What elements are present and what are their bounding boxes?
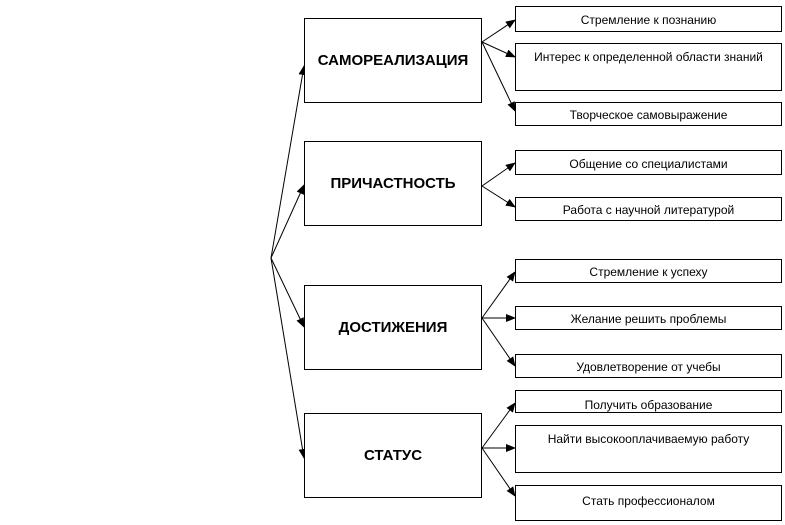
item-label: Общение со специалистами [569, 157, 728, 171]
root-arrow-4 [270, 257, 307, 459]
item-box: Найти высокооплачиваемую работу [515, 425, 782, 473]
arrow-g2-1 [481, 162, 516, 187]
item-box: Желание решить проблемы [515, 306, 782, 330]
arrow-g2-2 [481, 185, 516, 208]
root-arrow-1 [270, 65, 307, 259]
item-label: Стремление к познанию [580, 13, 717, 27]
item-label: Творческое самовыражение [569, 108, 728, 122]
category-label: ПРИЧАСТНОСТЬ [330, 175, 456, 192]
item-box: Стремление к познанию [515, 6, 782, 32]
arrow-g1-2 [481, 41, 516, 58]
category-box-self-realization: САМОРЕАЛИЗАЦИЯ [304, 18, 482, 103]
item-box: Творческое самовыражение [515, 102, 782, 126]
arrow-g1-3 [481, 41, 516, 112]
item-box: Общение со специалистами [515, 150, 782, 175]
category-box-belonging: ПРИЧАСТНОСТЬ [304, 141, 482, 226]
item-box: Стать профессионалом [515, 485, 782, 521]
category-label: СТАТУС [363, 447, 423, 464]
category-box-status: СТАТУС [304, 413, 482, 498]
arrow-g3-3 [481, 317, 516, 367]
item-box: Интерес к определенной области знаний [515, 43, 782, 91]
item-box: Стремление к успеху [515, 259, 782, 283]
item-label: Стремление к успеху [589, 265, 708, 279]
item-label: Удовлетворение от учебы [576, 360, 721, 374]
arrow-g1-1 [481, 19, 516, 43]
item-label: Получить образование [584, 398, 713, 412]
item-label: Стать профессионалом [582, 494, 715, 508]
arrow-g3-1 [481, 271, 516, 319]
arrow-g4-1 [481, 402, 516, 449]
item-label: Работа с научной литературой [562, 203, 735, 217]
item-label: Желание решить проблемы [570, 312, 727, 326]
category-label: ДОСТИЖЕНИЯ [338, 319, 448, 336]
arrow-g4-3 [481, 447, 516, 497]
root-arrow-3 [270, 257, 305, 328]
item-box: Работа с научной литературой [515, 197, 782, 221]
root-arrow-2 [270, 184, 305, 259]
item-box: Удовлетворение от учебы [515, 354, 782, 378]
category-label: САМОРЕАЛИЗАЦИЯ [317, 52, 469, 69]
item-label: Найти высокооплачиваемую работу [547, 432, 750, 446]
item-label: Интерес к определенной области знаний [534, 50, 763, 64]
item-box: Получить образование [515, 390, 782, 413]
category-box-achievements: ДОСТИЖЕНИЯ [304, 285, 482, 370]
